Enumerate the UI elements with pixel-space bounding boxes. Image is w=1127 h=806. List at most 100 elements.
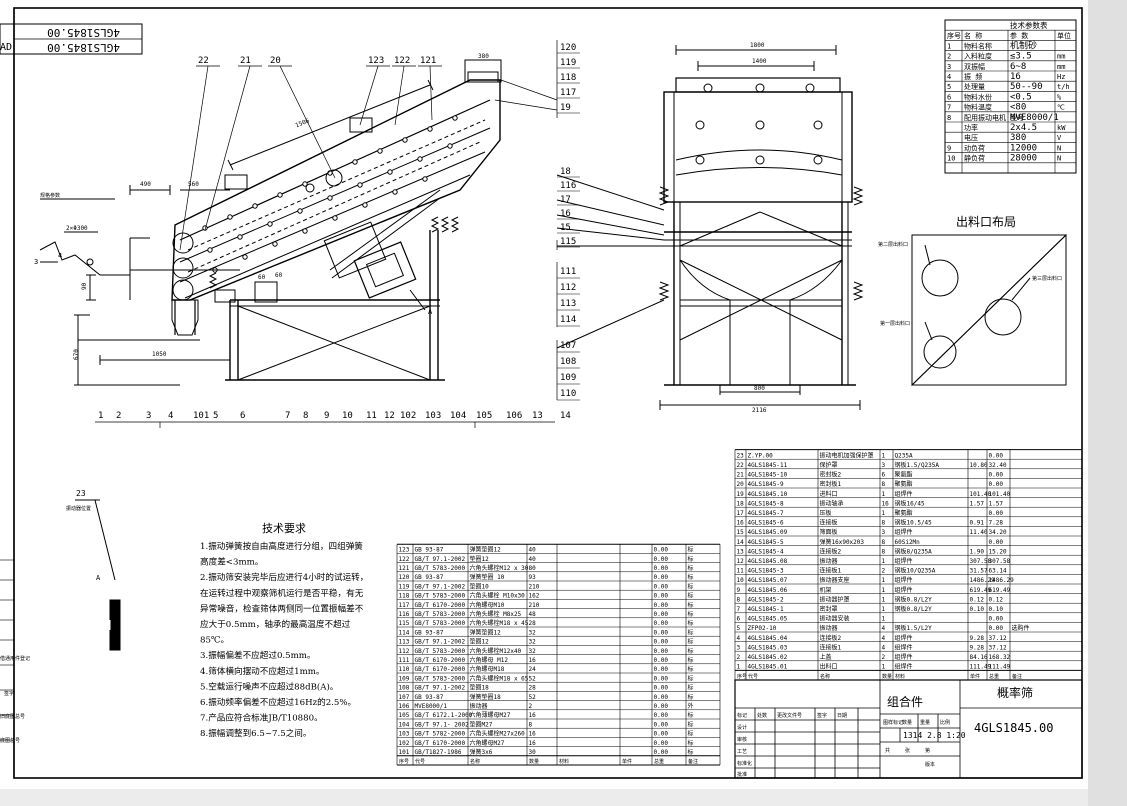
balloon-number: 16 [560, 209, 571, 219]
front-view [556, 45, 864, 410]
dim-90: 90 [81, 282, 88, 290]
bom-cell: 弹簧16x90x203 [820, 538, 865, 546]
side-view: A [39, 59, 502, 386]
bom-cell: 619.49 [970, 587, 992, 594]
bom-cell: 210 [529, 602, 540, 609]
bom-cell: GB/T 6170-2000 [415, 602, 466, 609]
bom-cell: 六角螺母M18 [470, 665, 505, 673]
bom-cell: 连接板1 [820, 643, 842, 651]
bom-cell: 标 [688, 730, 694, 738]
bom-cell: 111.49 [989, 664, 1011, 671]
bom-cell: 32 [529, 648, 537, 655]
bom-cell: 1.57 [989, 500, 1004, 507]
tech-req-line: 异常噪音，检查筛体两侧同一位置振幅差不 [200, 602, 364, 614]
bom-cell: 0.00 [654, 694, 669, 701]
tb-count: 处数 [757, 712, 767, 719]
bom-cell: 外 [688, 702, 694, 710]
bom-cell: 钢板1.5/Q235A [895, 461, 940, 469]
bom-cell: 标 [688, 711, 694, 719]
bom-cell: 垫圈M27 [470, 720, 493, 728]
left-cut-label: AD [0, 42, 12, 53]
bom-cell: 0.00 [654, 648, 669, 655]
bom-cell: 标 [688, 628, 694, 636]
bom-cell: GB/T 5783-2000 [415, 565, 466, 572]
tech-requirements: 技术要求1.振动弹簧按自由高度进行分组，四组弹簧高度差<3mm。2.振动筛安装完… [200, 522, 368, 739]
balloon-number: 10 [342, 411, 353, 421]
tb-version: 版本 [925, 761, 935, 768]
balloon-number: 22 [198, 56, 209, 66]
tech-params-title: 技术参数表 [1010, 20, 1048, 30]
tech-params-cell: 2x4.5 [1010, 123, 1037, 133]
tech-params-cell: 振 频 [964, 72, 982, 81]
bom-header: 数量 [882, 673, 892, 680]
horizontal-scrollbar[interactable] [0, 789, 1088, 806]
bom-cell: 0.00 [989, 481, 1004, 488]
bom-cell: 19 [737, 491, 745, 498]
bom-cell: 2 [737, 654, 741, 661]
vertical-scrollbar[interactable] [1088, 0, 1127, 806]
bom-cell: 111 [399, 657, 410, 664]
margin-label: 旧底图总号 [0, 713, 25, 720]
bom-cell: 4GLS1845-5 [748, 539, 785, 546]
bom-cell: GB/T 6170-2000 [415, 740, 466, 747]
bom-cell: 32 [529, 629, 537, 636]
bom-cell: 108 [399, 685, 410, 692]
bom-cell: 84.16 [970, 654, 988, 661]
detail-23 [75, 499, 121, 651]
bom-cell: 4GLS1845-3 [748, 568, 785, 575]
bom-cell: 0.00 [989, 625, 1004, 632]
bom-cell: 17 [737, 510, 745, 517]
dim-2116: 2116 [752, 407, 767, 414]
bom-cell: 0.00 [654, 749, 669, 756]
bom-cell: 六角头螺栓M18 x 45 [470, 619, 529, 627]
bom-cell: 0.12 [970, 596, 985, 603]
bom-cell: 0.00 [989, 539, 1004, 546]
balloon-number: 14 [560, 411, 571, 421]
bom-cell: 112 [399, 648, 410, 655]
bom-cell: 13 [737, 548, 745, 555]
dim-380: 380 [478, 53, 489, 60]
tech-params-cell: 4 [947, 73, 951, 81]
bom-cell: 标 [688, 610, 694, 618]
bom-cell: 0.00 [654, 547, 669, 554]
bom-cell: 0.00 [989, 616, 1004, 623]
bom-cell: 0.00 [654, 721, 669, 728]
bom-cell: 4GLS1845.02 [748, 654, 788, 661]
bom-cell: 11.40 [970, 529, 988, 536]
bom-cell: 钢板0.8/L2Y [895, 595, 933, 603]
side-view-labels: 规格参数 2×Φ300 3 4 490 560 1050 670 90 60 6… [34, 53, 489, 360]
bom-header: 备注 [688, 758, 698, 765]
bom-cell: 63.14 [989, 568, 1007, 575]
bom-cell: 5 [737, 625, 741, 632]
bom-cell: 0.00 [654, 620, 669, 627]
tech-req-line: 5.空载运行噪声不应超过88dB(A)。 [200, 680, 338, 692]
bom-cell: 4 [737, 635, 741, 642]
bom-cell: 标 [688, 684, 694, 692]
bom-cell: 密封罩 [820, 605, 838, 613]
bom-cell: GB/T 6170-2000 [415, 657, 466, 664]
dim-2phi300: 2×Φ300 [66, 225, 88, 232]
bom-header: 数量 [529, 758, 539, 765]
bom-cell: 0.00 [654, 731, 669, 738]
bom-cell: 标 [688, 582, 694, 590]
tech-params-cell: ≤3.5 [1010, 52, 1032, 62]
tech-params-cell: t/h [1057, 83, 1070, 91]
bom-cell: 14 [737, 539, 745, 546]
bom-cell: 1 [882, 596, 886, 603]
bom-cell: 标 [688, 665, 694, 673]
bom-cell: 钢板16/45 [895, 499, 925, 507]
tech-params-cell: 1 [947, 42, 951, 50]
bom-cell: 60Si2Mn [895, 539, 921, 546]
bom-cell: 0.00 [654, 593, 669, 600]
tech-req-line: 7.产品应符合标准JB/T10880。 [200, 712, 323, 724]
outlet-label-1: 第一层出料口 [880, 320, 910, 327]
bom-cell: 垫圈18 [470, 684, 490, 692]
bom-cell: 标 [688, 656, 694, 664]
bom-cell: 标 [688, 546, 694, 554]
bom-cell: 31.57 [970, 568, 988, 575]
bom-cell: GB 93-87 [415, 574, 444, 581]
bom-cell: 32.40 [989, 462, 1007, 469]
balloon-number: 102 [400, 411, 416, 421]
